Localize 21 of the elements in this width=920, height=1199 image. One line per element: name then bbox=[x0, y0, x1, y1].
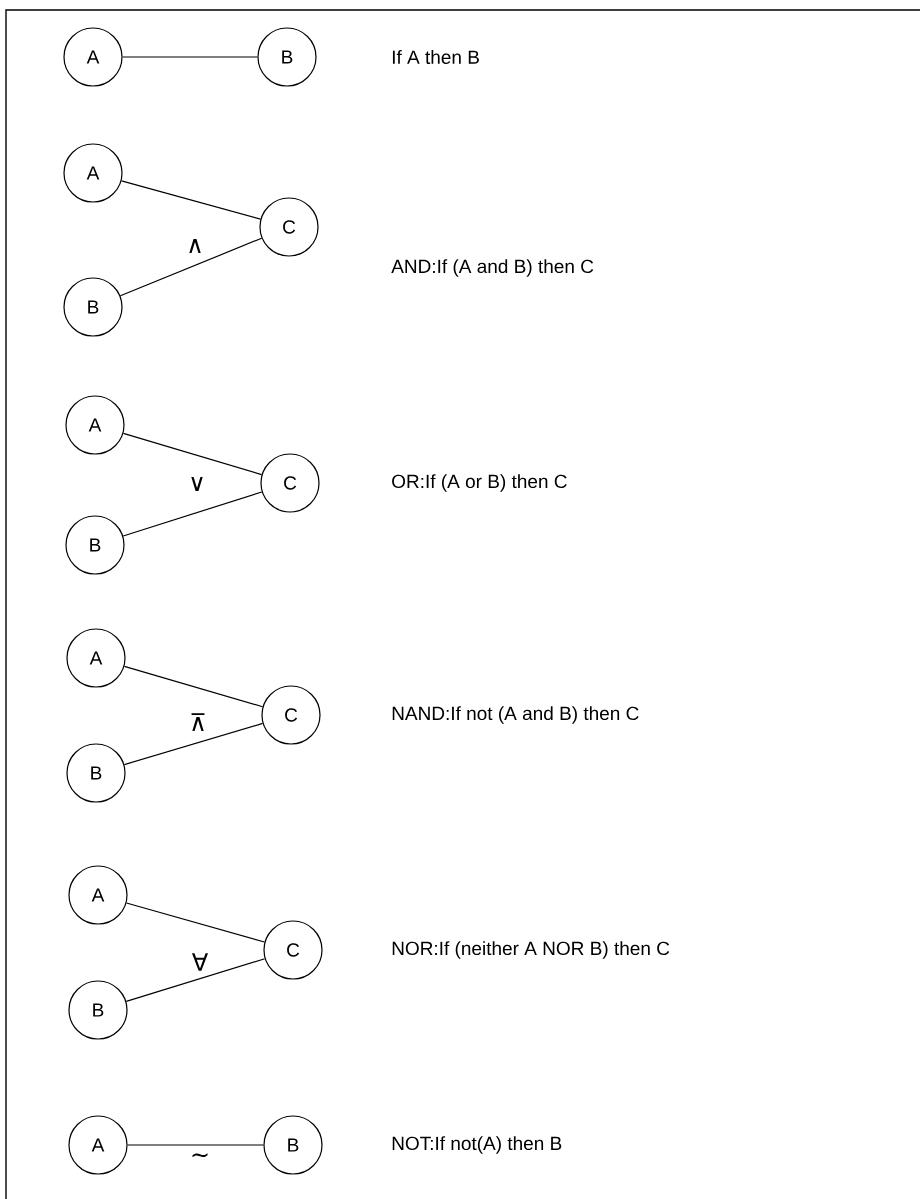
rule-text: NOR:If (neither A NOR B) then C bbox=[392, 941, 670, 959]
operator-symbol: ⊼ bbox=[191, 713, 205, 731]
connector-line bbox=[120, 180, 262, 220]
connector-line bbox=[123, 722, 264, 766]
operator-symbol: ∧ bbox=[189, 239, 201, 253]
rule-text: If A then B bbox=[392, 50, 479, 64]
connector-line bbox=[123, 665, 264, 708]
operator-symbol: ∼ bbox=[192, 1153, 208, 1158]
rule-text: OR:If (A or B) then C bbox=[392, 474, 567, 492]
connector-line bbox=[119, 237, 263, 297]
operator-symbol: ∀ bbox=[192, 953, 208, 971]
connector-line bbox=[122, 491, 263, 537]
connector-line bbox=[125, 958, 266, 1002]
operator-symbol: ∨ bbox=[191, 477, 203, 491]
connector-line bbox=[122, 432, 263, 476]
connector-line bbox=[122, 56, 258, 58]
rule-text: NOT:If not(A) then B bbox=[392, 1136, 562, 1154]
connector-line bbox=[127, 1144, 264, 1146]
connector-line bbox=[125, 902, 266, 943]
rule-text: AND:If (A and B) then C bbox=[391, 259, 594, 277]
rule-text: NAND:If not (A and B) then C bbox=[392, 706, 639, 724]
